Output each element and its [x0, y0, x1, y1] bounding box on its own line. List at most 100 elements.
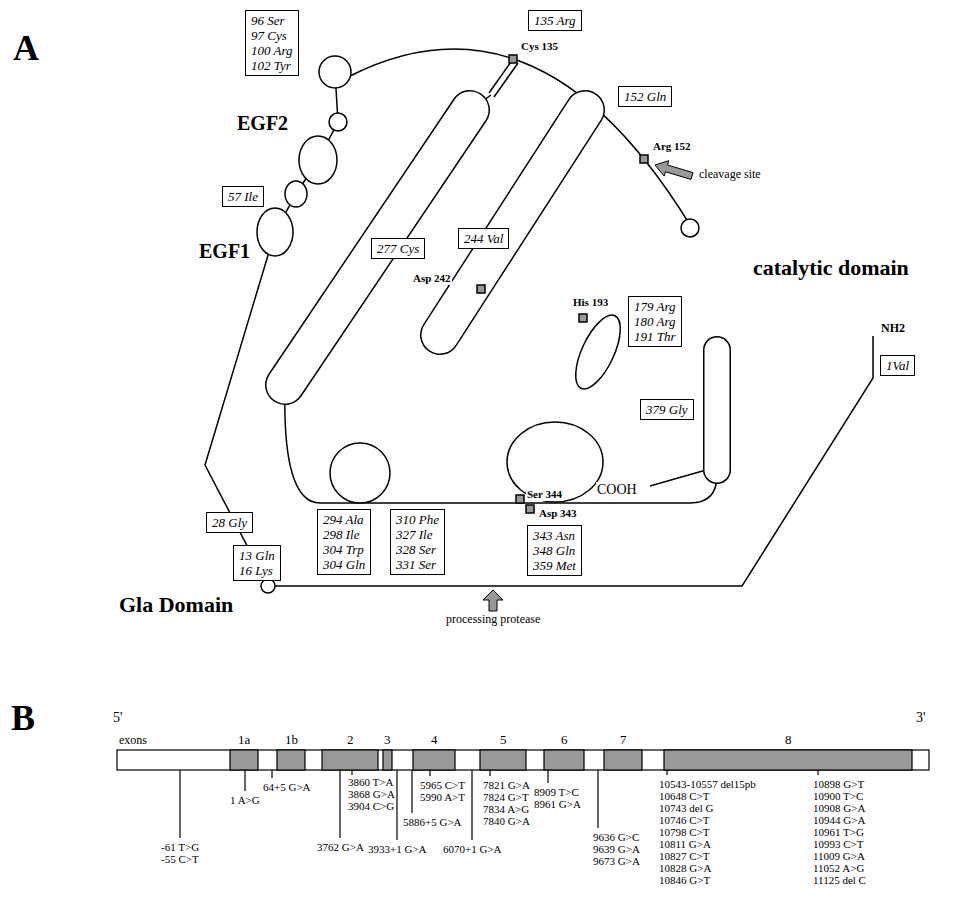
mutation-text: 359 Met [533, 558, 576, 573]
mutation-box: 343 Asn348 Gln359 Met [527, 525, 582, 576]
mutation-text: 304 Gln [323, 557, 365, 572]
mutation-label: 1 A>G [229, 794, 261, 806]
mutation-label: 7824 G>T [482, 791, 530, 803]
exon-number: 1a [237, 733, 251, 748]
mutation-label: 10828 G>A [658, 862, 712, 874]
mutation-text: 191 Thr [634, 329, 676, 344]
residue-marker [526, 505, 534, 513]
mutation-label: -55 C>T [160, 853, 200, 865]
residue-label: Arg 152 [652, 140, 692, 153]
mutation-label: 5965 C>T [419, 779, 466, 791]
mutation-tick [339, 770, 340, 838]
mutation-label: 8909 T>C [533, 786, 580, 798]
mutation-text: 304 Trp [323, 542, 365, 557]
mutation-box: 57 Ile [222, 186, 264, 207]
exon-box [230, 750, 258, 770]
polypeptide-chain [205, 72, 873, 586]
mutation-text: 277 Cys [377, 241, 419, 256]
exon-number: 3 [383, 733, 392, 748]
mutation-label: 8961 G>A [533, 798, 582, 810]
mutation-box: 277 Cys [371, 238, 425, 259]
mutation-label: 9639 G>A [592, 843, 641, 855]
mutation-text: 348 Gln [533, 543, 576, 558]
mutation-text: 16 Lys [239, 563, 275, 578]
mutation-label: 10827 C>T [658, 850, 711, 862]
mutation-label: 3860 T>A [347, 776, 394, 788]
mutation-label: 3868 G>A [347, 788, 396, 800]
polypeptide-chain [650, 470, 706, 486]
loop [507, 422, 603, 502]
exon-box [604, 750, 642, 770]
mutation-label: 10543-10557 del15pb [658, 778, 757, 790]
mutation-tick [411, 770, 412, 813]
mutation-text: 100 Arg [251, 43, 293, 58]
exon-box [544, 750, 584, 770]
mutation-text: 135 Arg [534, 13, 576, 28]
mutation-label: 10743 del G [658, 802, 714, 814]
residue-label: Asp 242 [412, 272, 452, 285]
mutation-label: 11009 G>A [812, 850, 866, 862]
helix-tube [440, 110, 585, 335]
residue-marker [509, 55, 517, 63]
exon-box [480, 750, 526, 770]
egf-module [299, 136, 337, 184]
domain-label: EGF1 [198, 240, 251, 263]
exon-number: 8 [784, 733, 793, 748]
gla-marker [261, 579, 275, 593]
terminus-label: COOH [596, 482, 638, 498]
exon-boxes [230, 750, 912, 770]
exon-box [383, 750, 392, 770]
mutation-tick [597, 770, 598, 828]
mutation-text: 97 Cys [251, 28, 293, 43]
domain-label: catalytic domain [752, 255, 910, 280]
residue-marker [477, 285, 485, 293]
domain-label: EGF2 [236, 112, 289, 135]
mutation-text: 331 Ser [396, 557, 439, 572]
mutation-box: 1Val [880, 355, 915, 376]
mutation-text: 343 Asn [533, 528, 576, 543]
egf-module [257, 208, 293, 256]
mutation-label: 10993 C>T [812, 838, 865, 850]
mutation-text: 152 Gln [624, 89, 666, 104]
mutation-text: 102 Tyr [251, 58, 293, 73]
mutation-label: 10944 G>A [812, 814, 866, 826]
mutation-label: 10961 T>G [812, 826, 865, 838]
mutation-text: 327 Ile [396, 527, 439, 542]
mutation-label: -61 T>G [160, 841, 200, 853]
mutation-text: 310 Phe [396, 512, 439, 527]
mutation-box: 179 Arg180 Arg191 Thr [628, 296, 682, 347]
residue-label: Asp 343 [538, 507, 578, 520]
mutation-tick [666, 770, 667, 775]
mutation-label: 10798 C>T [658, 826, 711, 838]
axis-label: exons [118, 734, 148, 748]
helix-tube [705, 350, 730, 470]
mutation-text: 379 Gly [646, 402, 688, 417]
loop [567, 309, 630, 395]
end-label: 3' [915, 710, 927, 726]
protease-arrow [483, 590, 503, 611]
mutation-label: 10898 G>T [812, 778, 865, 790]
exon-number: 7 [619, 733, 628, 748]
mutation-tick [547, 770, 548, 783]
mutation-tick [429, 770, 430, 776]
mutation-tick [817, 770, 818, 775]
mutation-text: 57 Ile [228, 189, 258, 204]
mutation-tick [396, 770, 397, 840]
egf-module [329, 113, 347, 131]
mutation-tick [271, 770, 272, 778]
mutation-box: 13 Gln16 Lys [233, 545, 281, 581]
mutation-tick [244, 770, 245, 791]
residue-label: Cys 135 [520, 40, 559, 53]
mutation-text: 13 Gln [239, 548, 275, 563]
exon-number: 4 [430, 733, 439, 748]
mutation-label: 6070+1 G>A [442, 843, 503, 855]
mutation-label: 10811 G>A [658, 838, 712, 850]
mutation-label: 10648 C>T [658, 790, 711, 802]
mutation-text: 96 Ser [251, 13, 293, 28]
residue-marker [516, 495, 524, 503]
mutation-text: 28 Gly [212, 515, 247, 530]
exon-number: 2 [346, 733, 355, 748]
residue-marker [579, 314, 587, 322]
mutation-text: 180 Arg [634, 314, 676, 329]
